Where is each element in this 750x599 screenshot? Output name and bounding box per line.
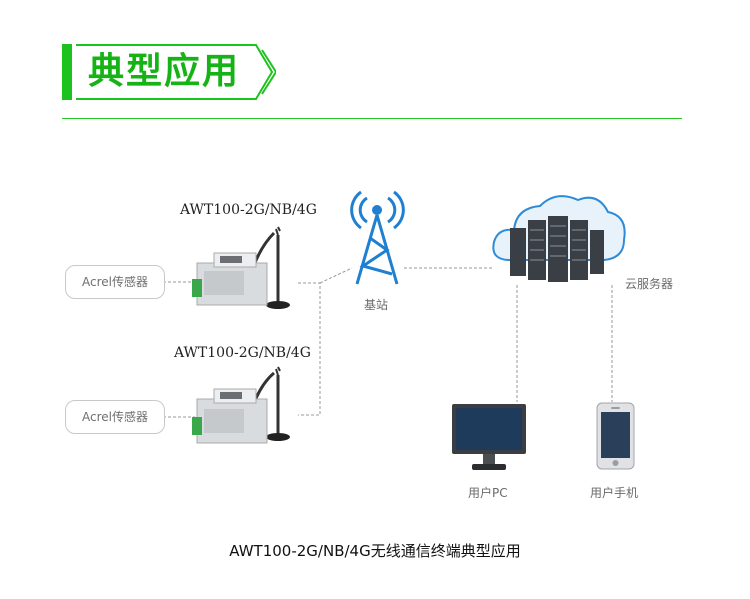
header-divider [62,118,682,119]
figure-caption: AWT100-2G/NB/4G无线通信终端典型应用 [229,542,521,560]
page-title: 典型应用 [88,51,241,92]
trunk-to-tower-line [319,267,353,284]
device-label-2: AWT100-2G/NB/4G [174,345,311,361]
sensor-box-1: Acrel传感器 [65,265,165,299]
devices-trunk-line [298,282,321,416]
cloud-server-icon [492,195,626,282]
wireless-terminal-icon-2 [192,366,290,444]
cloud-server-label: 云服务器 [625,277,674,291]
header-accent-bar [62,44,72,100]
header-frame [76,44,276,100]
base-station-label: 基站 [364,298,389,312]
smartphone-icon [596,402,635,470]
monitor-icon [452,404,526,470]
sensor-box-2: Acrel传感器 [65,400,165,434]
base-station-tower-icon [350,190,405,285]
wireless-terminal-icon-1 [192,226,290,309]
device-label-1: AWT100-2G/NB/4G [180,202,317,218]
user-phone-label: 用户手机 [590,486,639,500]
user-pc-label: 用户PC [468,486,508,500]
